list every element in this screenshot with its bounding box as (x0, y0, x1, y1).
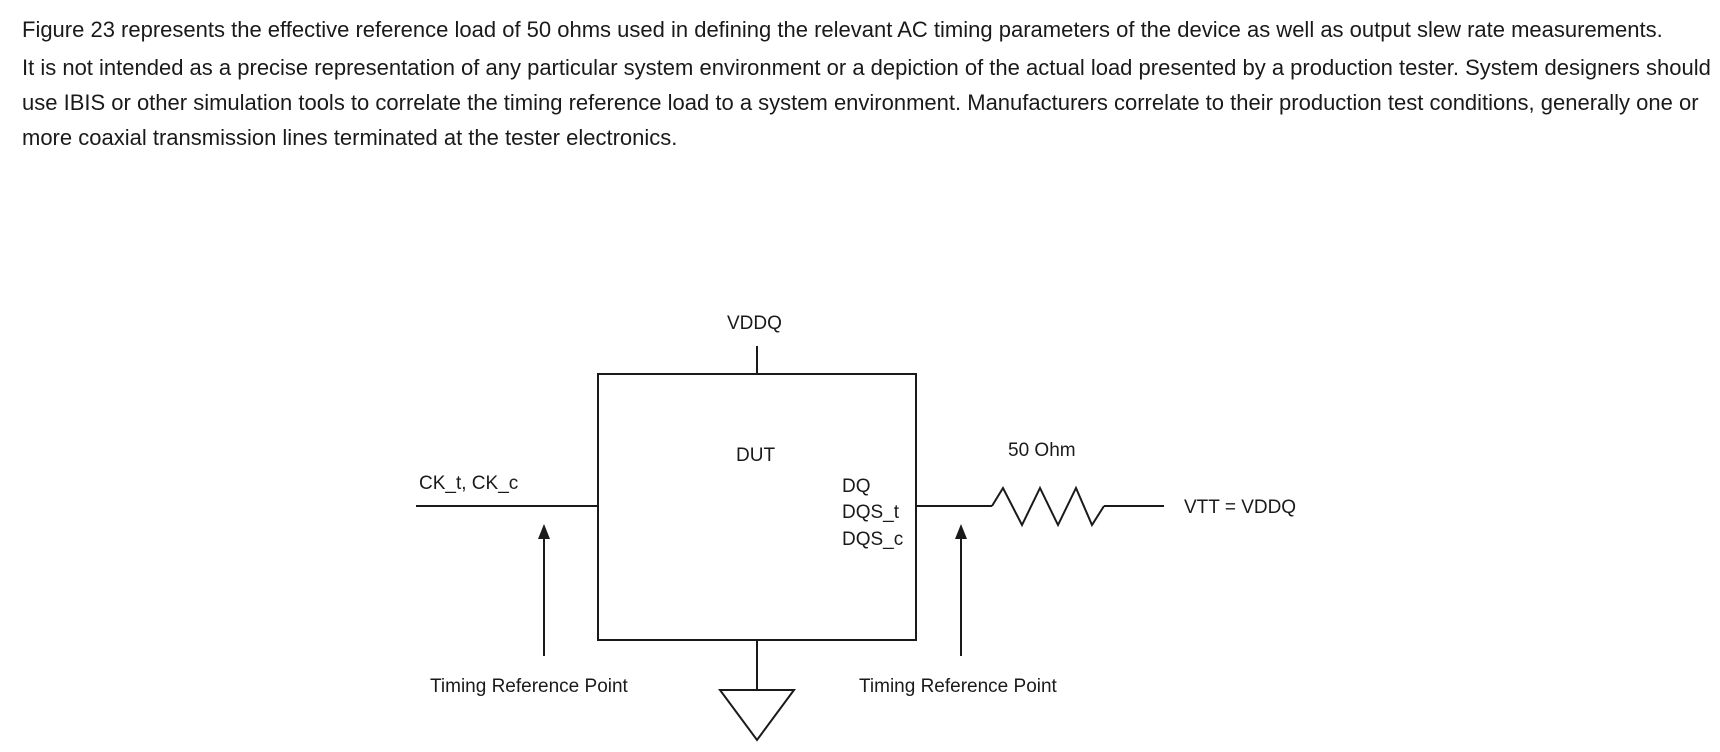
timing-ref-right-arrowhead (955, 524, 967, 539)
timing-ref-left-label: Timing Reference Point (430, 676, 629, 697)
termination-label: VTT = VDDQ (1184, 497, 1296, 518)
description-paragraph-1: Figure 23 represents the effective refer… (22, 17, 1663, 42)
input-signals-label: CK_t, CK_c (419, 473, 518, 494)
output-signal-dqs-c-label: DQS_c (842, 529, 903, 550)
output-signal-dq-label: DQ (842, 476, 871, 497)
output-signal-dqs-t-label: DQS_t (842, 502, 900, 523)
timing-ref-right-label: Timing Reference Point (859, 676, 1058, 697)
timing-ref-left-arrowhead (538, 524, 550, 539)
dut-label: DUT (736, 445, 775, 466)
description-text: Figure 23 represents the effective refer… (22, 12, 1712, 155)
description-paragraph-2: It is not intended as a precise represen… (22, 55, 1711, 150)
resistor-label: 50 Ohm (1008, 440, 1076, 461)
ground-symbol (718, 689, 796, 742)
resistor-50-ohm (991, 485, 1105, 528)
vddq-label: VDDQ (727, 313, 782, 334)
